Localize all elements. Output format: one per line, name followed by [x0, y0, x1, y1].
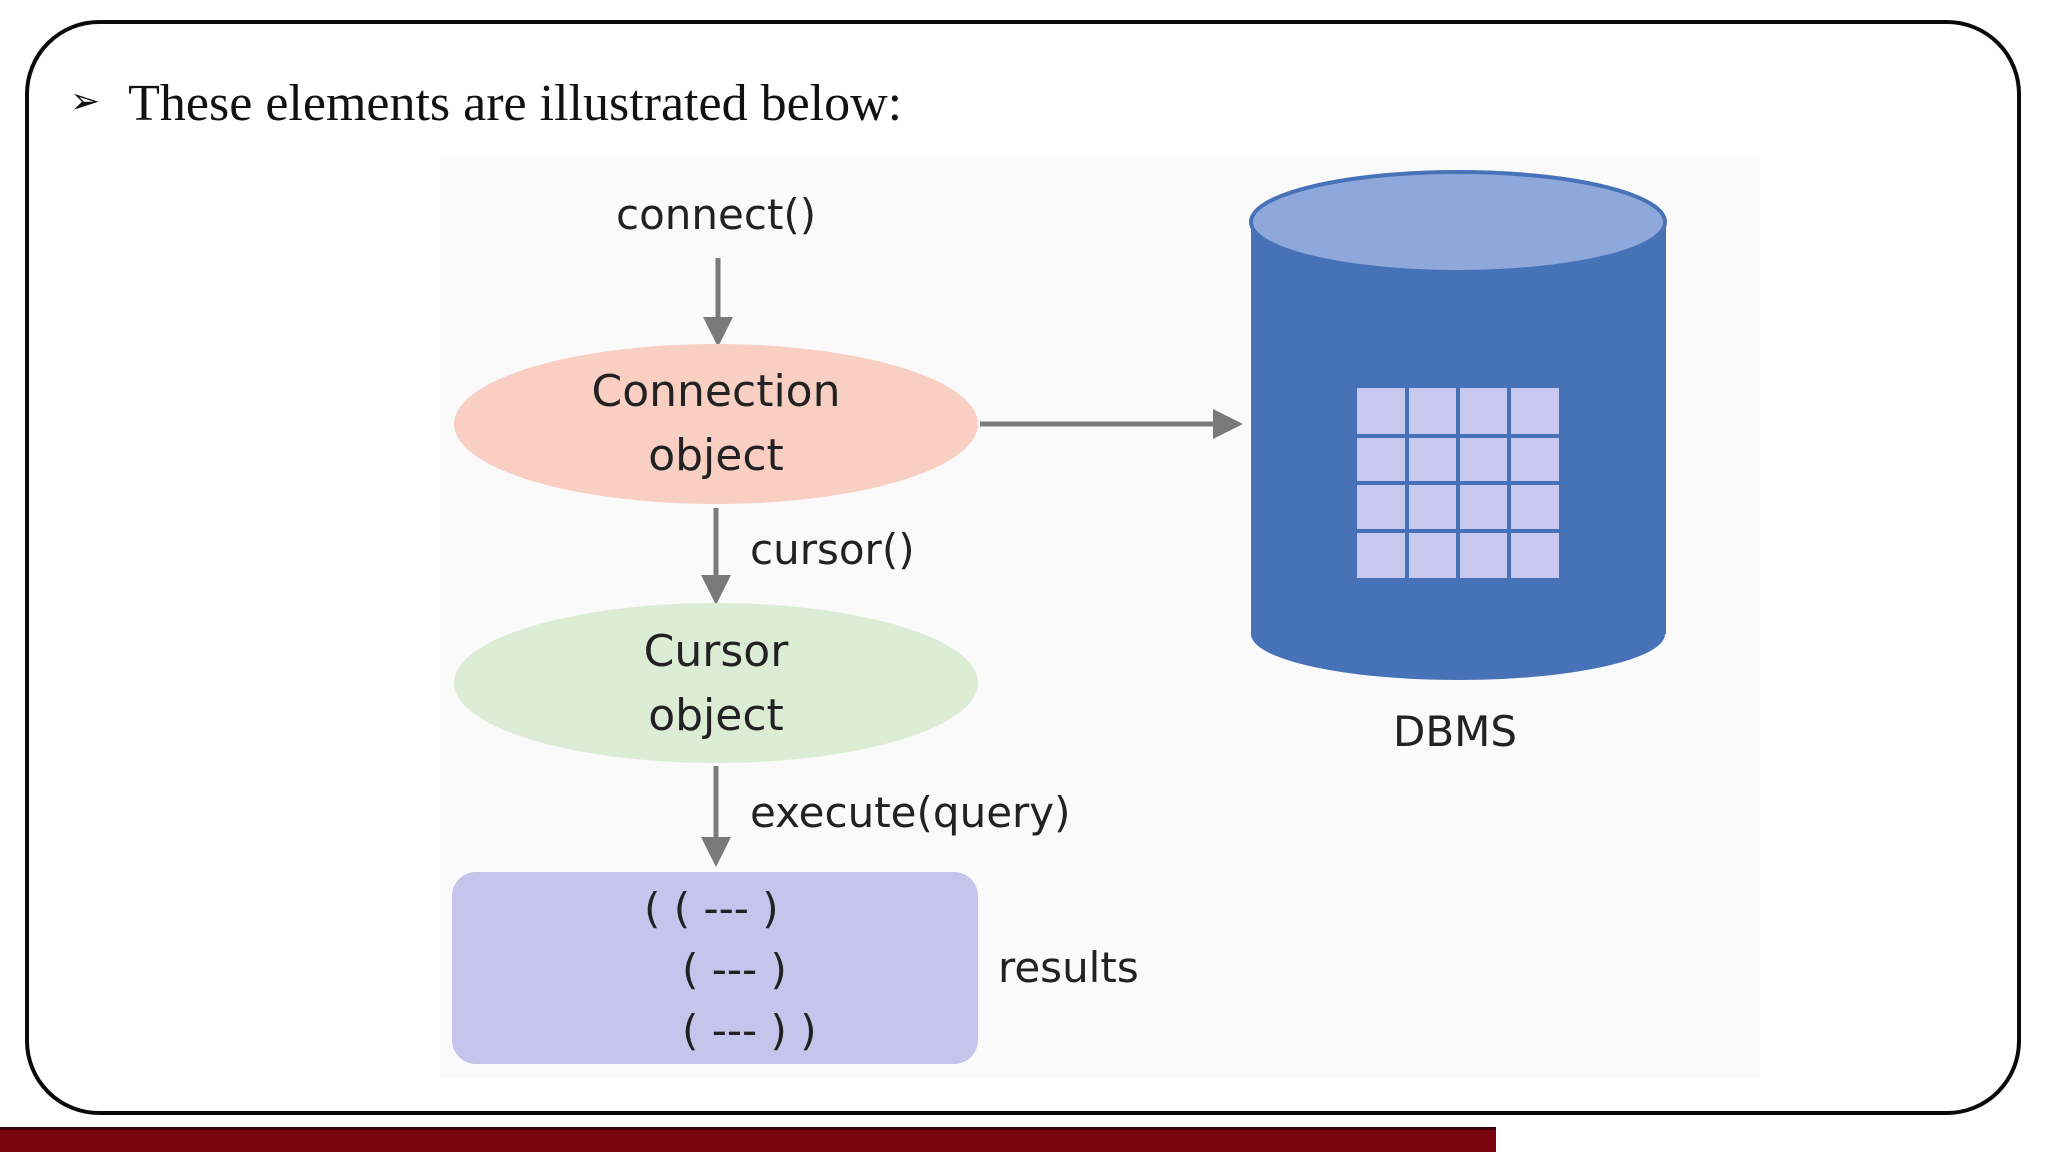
results-box	[452, 872, 978, 1064]
results-row-2: ( --- )	[682, 945, 787, 994]
cursor-object-node	[454, 603, 978, 763]
cursor-node-text: Cursor object	[454, 620, 978, 748]
execute-label: execute(query)	[750, 788, 1071, 837]
cursor-label: cursor()	[750, 525, 915, 574]
dbms-cylinder-icon	[1249, 170, 1667, 680]
bullet-point: ➢ These elements are illustrated below:	[70, 70, 902, 136]
connection-line-2: object	[648, 430, 784, 481]
results-label: results	[998, 943, 1139, 992]
footer-bar	[0, 1127, 1496, 1152]
bullet-text: These elements are illustrated below:	[128, 74, 903, 132]
connection-line-1: Connection	[591, 366, 841, 417]
arrowhead-bullet-icon: ➢	[70, 81, 101, 121]
connect-label: connect()	[616, 190, 817, 239]
cursor-line-1: Cursor	[643, 626, 789, 677]
connection-node-text: Connection object	[454, 360, 978, 488]
connection-object-node	[454, 344, 978, 504]
results-row-1: ( ( --- )	[644, 884, 779, 933]
results-row-3: ( --- ) )	[682, 1006, 817, 1055]
cursor-line-2: object	[648, 690, 784, 741]
results-rows: ( ( --- ) ( --- ) ( --- ) )	[452, 878, 978, 1061]
dbms-label: DBMS	[1393, 707, 1518, 756]
